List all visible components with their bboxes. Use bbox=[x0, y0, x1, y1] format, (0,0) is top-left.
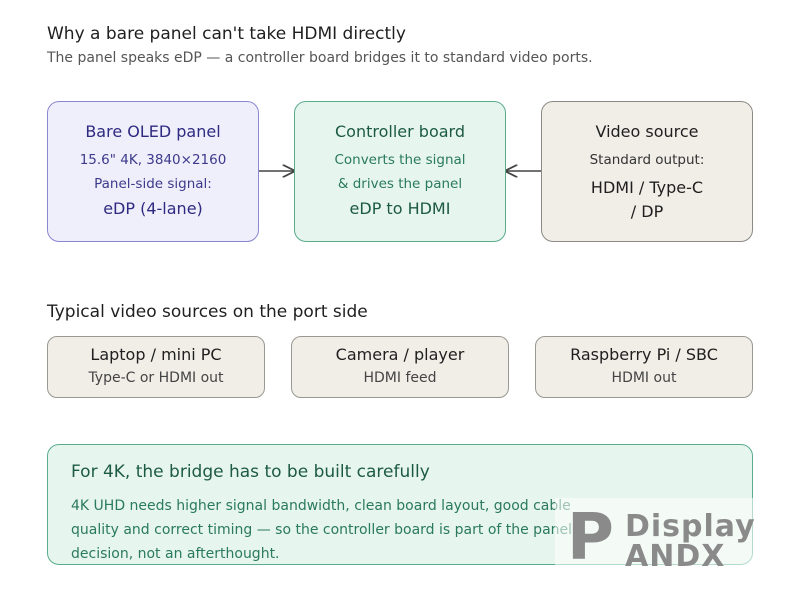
controller-desc-2: & drives the panel bbox=[337, 176, 463, 192]
panel-signal: eDP (4-lane) bbox=[103, 199, 203, 218]
source-item-title: Raspberry Pi / SBC bbox=[570, 345, 718, 364]
panel-box: Bare OLED panel 15.6" 4K, 3840×2160 Pane… bbox=[47, 101, 259, 242]
diagram-title: Why a bare panel can't take HDMI directl… bbox=[47, 24, 406, 44]
source-item-raspberry-pi: Raspberry Pi / SBC HDMI out bbox=[535, 336, 753, 398]
source-item-desc: Type-C or HDMI out bbox=[88, 370, 224, 386]
note-body: 4K UHD needs higher signal bandwidth, cl… bbox=[71, 498, 573, 562]
note-title: For 4K, the bridge has to be built caref… bbox=[71, 462, 430, 482]
source-item-title: Laptop / mini PC bbox=[90, 345, 222, 364]
source-output-label: Standard output: bbox=[589, 152, 705, 168]
source-item-camera: Camera / player HDMI feed bbox=[291, 336, 509, 398]
source-item-desc: HDMI feed bbox=[363, 370, 437, 386]
watermark-word-1: Display bbox=[625, 509, 756, 544]
watermark-letter: P bbox=[567, 501, 614, 575]
source-item-title: Camera / player bbox=[335, 345, 465, 364]
source-item-laptop: Laptop / mini PC Type-C or HDMI out bbox=[47, 336, 265, 398]
controller-desc-1: Converts the signal bbox=[334, 152, 466, 168]
panel-spec: 15.6" 4K, 3840×2160 bbox=[79, 152, 227, 168]
panel-signal-label: Panel-side signal: bbox=[94, 176, 212, 192]
source-box: Video source Standard output: HDMI / Typ… bbox=[541, 101, 753, 242]
controller-box: Controller board Converts the signal & d… bbox=[294, 101, 506, 242]
note-box: For 4K, the bridge has to be built caref… bbox=[47, 444, 753, 565]
source-item-desc: HDMI out bbox=[611, 370, 677, 386]
panel-title: Bare OLED panel bbox=[85, 122, 221, 141]
watermark-word-2: ANDX bbox=[625, 539, 726, 574]
controller-signal: eDP to HDMI bbox=[349, 199, 451, 218]
controller-title: Controller board bbox=[335, 122, 465, 141]
source-signal-1: HDMI / Type-C bbox=[590, 178, 704, 197]
sources-section-title: Typical video sources on the port side bbox=[47, 302, 368, 322]
source-signal-2: / DP bbox=[630, 202, 664, 221]
source-title: Video source bbox=[595, 122, 699, 141]
watermark-logo: P Display ANDX bbox=[555, 498, 800, 584]
diagram-subtitle: The panel speaks eDP — a controller boar… bbox=[47, 50, 593, 66]
